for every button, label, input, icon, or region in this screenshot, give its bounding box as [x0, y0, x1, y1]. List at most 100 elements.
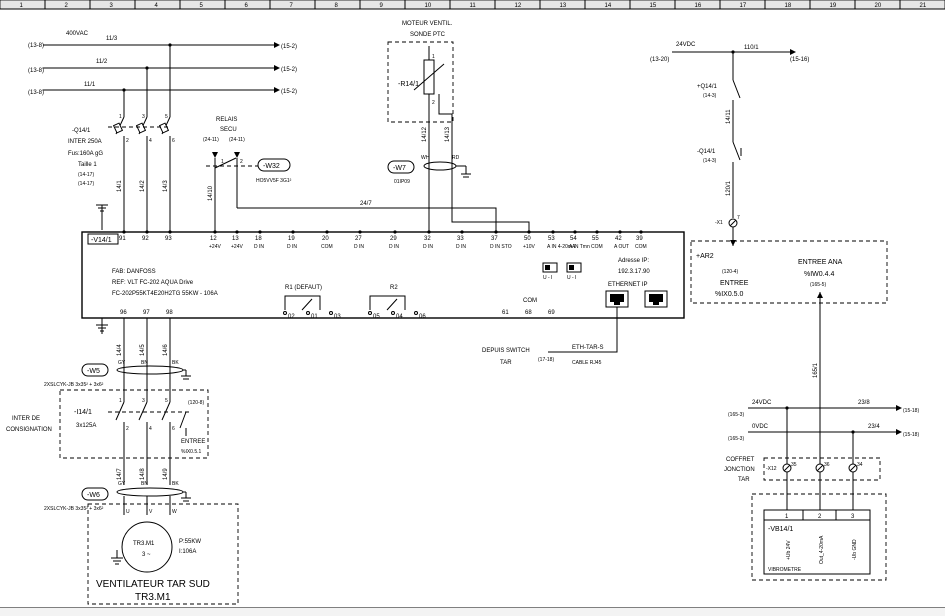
ctrl-q1: +Q14/1: [697, 84, 718, 90]
isolator-label-2: CONSIGNATION: [6, 427, 52, 433]
bus-24v-ref-in: (165-3): [728, 412, 744, 418]
earth-icon: [181, 369, 191, 380]
output-term: 96: [120, 310, 127, 316]
ruler-column-number: 6: [245, 3, 249, 9]
probe-id: -R14/1: [398, 81, 419, 88]
ctrl-wire-2: 14/11: [726, 109, 732, 124]
relay-r1-term: 03: [334, 314, 341, 320]
isolator-rating: 3x125A: [76, 423, 96, 429]
probe-title-1: MOTEUR VENTIL.: [402, 21, 453, 27]
cable-w7-id: -W7: [393, 165, 406, 172]
drive-terminal-dot: [494, 230, 498, 234]
motor-id: TR3.M1: [133, 541, 155, 547]
wire-24-7: [237, 207, 497, 232]
probe-wire-color-rd: RD: [452, 155, 460, 161]
junction-term-1: 35: [791, 462, 797, 468]
w5-color-gy: GY: [118, 360, 126, 366]
breaker-line-1: INTER 250A: [68, 139, 102, 145]
w6-wire-2: 14/8: [140, 468, 146, 480]
drive-terminal-function: A OUT: [614, 244, 629, 250]
probe-frame: [387, 41, 454, 123]
w5-color-bn: BN: [141, 360, 148, 366]
bus-ref-in-3: (13-8): [28, 90, 44, 96]
earth-icon: [181, 491, 191, 502]
relay-r1-term: 02: [288, 314, 295, 320]
terminal-slash: [849, 464, 857, 472]
drive-terminal-dot: [595, 230, 599, 234]
bus-24v-ref-out: (15-18): [903, 408, 919, 414]
drive-terminal-number: 18: [255, 236, 262, 242]
network-cable-id: ETH-TAR-S: [572, 345, 604, 351]
junction-term-2: 36: [824, 462, 830, 468]
ctrl-ref-in: (13-20): [650, 57, 669, 63]
drive-terminal-function: D IN STO: [490, 244, 512, 250]
com-term: 68: [525, 310, 532, 316]
plc-analog-ref: (165-5): [810, 282, 826, 288]
drive-terminal-dot: [427, 230, 431, 234]
drive-terminal-dot: [358, 230, 362, 234]
network-label-2: TAR: [500, 360, 512, 366]
w6-color-bn: BN: [141, 481, 148, 487]
output-term: 97: [143, 310, 150, 316]
junction-label-1: COFFRET: [726, 457, 755, 463]
drive-terminal-dot: [168, 230, 172, 234]
bus-arrow-3: [274, 87, 280, 93]
ctrl-wire: 110/1: [744, 45, 759, 51]
ctrl-voltage: 24VDC: [676, 42, 696, 48]
ui-switch-53-label: U - I: [543, 275, 552, 281]
drive-terminal-number: 27: [355, 236, 362, 242]
ruler-column-number: 20: [875, 3, 882, 9]
bus-arrow-1: [274, 42, 280, 48]
breaker-pin-4: 4: [149, 138, 152, 144]
motor-term-u: U: [126, 509, 130, 515]
w6-wire-1: 14/7: [117, 468, 123, 480]
breaker-line-3: Taille 1: [78, 162, 97, 168]
terminal-x1-num: 7: [737, 215, 740, 221]
breaker-pin-3: 3: [142, 114, 145, 120]
ruler-column-number: 5: [200, 3, 204, 9]
ruler-column-number: 11: [470, 3, 477, 9]
drive-terminal-number: 13: [232, 236, 239, 242]
relay-r2-term: 05: [373, 314, 380, 320]
motor-term-v: V: [149, 509, 153, 515]
cable-w32-id: -W32: [263, 163, 280, 170]
ctrl-bus-arrow: [790, 49, 796, 55]
drive-terminal-number: 39: [636, 236, 643, 242]
relay-r2-contact: [368, 295, 418, 315]
vibrometer-box: [763, 509, 871, 575]
isolator-pin-5: 5: [165, 398, 168, 404]
ctrl-q1-ref: (14-3): [703, 93, 717, 99]
com-label: COM: [523, 298, 537, 304]
vibrometer-frame: [751, 493, 887, 581]
relay-secu-ref-2: (24-11): [229, 137, 245, 143]
drive-terminal-function: COM: [635, 244, 647, 250]
ethernet-port-icon: [605, 290, 629, 308]
drive-id: -V14/1: [91, 237, 112, 244]
bus-0v-ref-out: (15-18): [903, 432, 919, 438]
drive-terminal-number: 12: [210, 236, 217, 242]
drive-terminal-function: D IN: [354, 244, 364, 250]
breaker-line-2: Fus:160A gG: [68, 151, 103, 157]
breaker-contacts: [108, 116, 171, 232]
ruler-column-number: 15: [650, 3, 657, 9]
q1-contact: [732, 79, 741, 99]
drive-terminal-function: D IN: [389, 244, 399, 250]
w6-color-bk: BK: [172, 481, 179, 487]
bus-arrow-2: [274, 65, 280, 71]
drive-terminal-dot: [460, 230, 464, 234]
ruler-column-number: 3: [110, 3, 114, 9]
bus-ref-in-2: (13-8): [28, 68, 44, 74]
drive-terminal-dot: [639, 230, 643, 234]
vibro-pin-3: 3: [851, 514, 855, 520]
cable-w5-spec: 2XSLCYK-JB 3x35² + 3x6²: [44, 382, 104, 388]
drive-terminal-number: 37: [491, 236, 498, 242]
relay-secu-contact: [206, 152, 258, 232]
probe-wire-1-label: 14/12: [422, 126, 428, 142]
output-term: 98: [166, 310, 173, 316]
ui-switch-53-knob: [545, 265, 550, 270]
vibro-pin-2: 2: [818, 514, 822, 520]
bus-0v-arrow: [896, 429, 902, 435]
bus-wire-2: 11/2: [96, 59, 108, 65]
